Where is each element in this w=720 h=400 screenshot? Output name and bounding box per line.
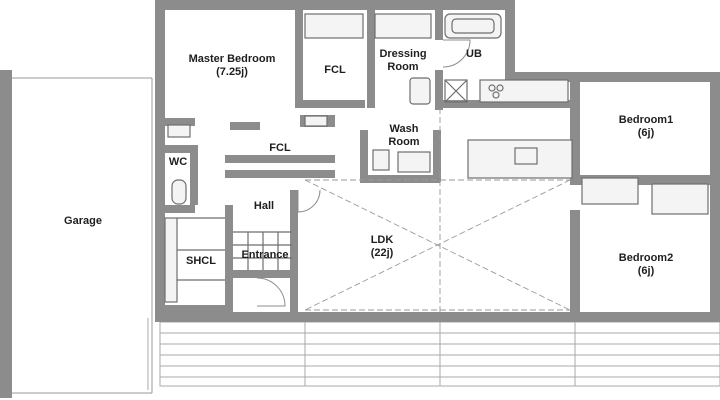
garage-name: Garage [64,215,102,227]
wash-room-name2: Room [388,136,420,148]
room-label-fcl-hall: FCL [269,142,290,155]
room-label-dressing-room: Dressing Room [379,48,426,74]
master-bedroom-size: (7.25j) [216,66,248,78]
room-label-shcl: SHCL [186,255,216,268]
hall-name: Hall [253,200,275,212]
room-label-wc: WC [169,156,187,169]
room-label-ub: UB [466,48,482,61]
room-label-fcl-upper: FCL [324,64,345,77]
room-label-hall: Hall [254,200,274,213]
doors [256,39,471,307]
room-label-wash-room: Wash Room [388,123,419,149]
garage-area [0,70,153,398]
bedroom2-size: (6j) [637,265,655,277]
master-bedroom-name: Master Bedroom [188,53,276,65]
bedroom1-name: Bedroom1 [618,114,674,126]
entrance-name: Entrance [241,249,289,261]
fcl-hall-name: FCL [269,142,291,154]
deck [147,318,720,390]
bedroom2-name: Bedroom2 [618,252,674,264]
ldk-size: (22j) [370,247,394,259]
wc-name: WC [168,156,188,168]
room-label-bedroom1: Bedroom1 (6j) [619,114,673,140]
exterior-walls [155,0,720,322]
dressing-room-name2: Room [387,61,419,73]
ub-name: UB [466,48,482,60]
bedroom1-size: (6j) [637,127,655,139]
ldk-name: LDK [370,234,394,246]
wash-room-name: Wash [389,123,419,135]
room-label-garage: Garage [64,215,102,228]
room-label-entrance: Entrance [241,249,288,262]
fixtures [164,13,709,303]
fcl-upper-name: FCL [324,64,346,76]
dressing-room-name: Dressing [379,48,427,60]
shcl-name: SHCL [186,255,216,267]
room-label-ldk: LDK (22j) [371,234,394,260]
room-label-bedroom2: Bedroom2 (6j) [619,252,673,278]
ldk-dash-lines [304,108,571,312]
room-label-master-bedroom: Master Bedroom (7.25j) [189,53,276,79]
